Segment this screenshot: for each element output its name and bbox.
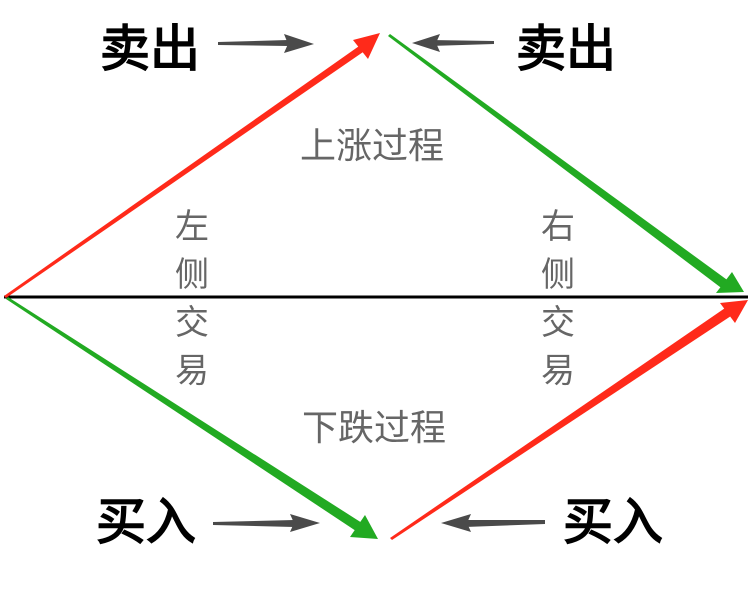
left-side-char: 侧 <box>175 255 209 295</box>
fall-arrow-upper-right <box>388 34 730 290</box>
sell-label-left: 卖出 <box>100 19 200 78</box>
fall-arrowhead-lower-left <box>350 515 378 539</box>
sell-label-right: 卖出 <box>516 19 616 78</box>
buy-label-right: 买入 <box>563 492 663 551</box>
rise-arrow-lower-right <box>390 306 734 540</box>
pointer-arrow-sell-right <box>412 34 494 52</box>
right-side-trading-label: 右 侧 交 易 <box>541 207 575 391</box>
right-side-char: 右 <box>541 207 575 247</box>
pointer-arrow-buy-left <box>213 514 320 532</box>
left-side-trading-label: 左 侧 交 易 <box>175 207 209 391</box>
right-side-char: 交 <box>541 303 575 343</box>
rise-arrowhead-lower-right <box>720 300 748 323</box>
pointer-arrow-sell-left <box>218 34 314 53</box>
buy-label-left: 买入 <box>96 492 196 551</box>
rise-arrowhead-upper-left <box>353 33 380 59</box>
fall-arrowhead-upper-right <box>716 272 744 293</box>
downtrend-label: 下跌过程 <box>302 408 446 449</box>
right-side-char: 易 <box>541 351 575 391</box>
rise-arrow-upper-left <box>4 44 366 298</box>
uptrend-label: 上涨过程 <box>300 126 444 167</box>
left-side-char: 交 <box>175 303 209 343</box>
pointer-arrow-buy-right <box>441 514 545 532</box>
fall-arrow-lower-left <box>6 297 362 531</box>
left-side-char: 易 <box>175 351 209 391</box>
right-side-char: 侧 <box>541 255 575 295</box>
left-side-char: 左 <box>175 207 209 247</box>
